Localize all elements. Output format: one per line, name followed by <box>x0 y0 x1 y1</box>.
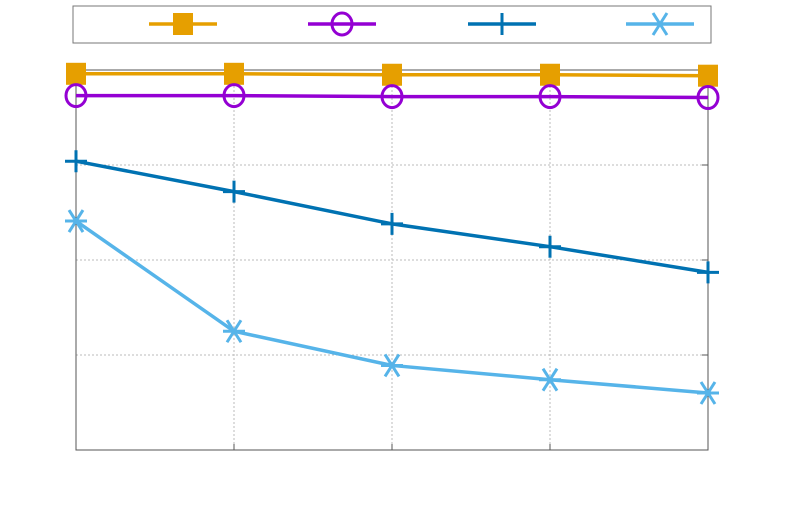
asterisk-marker <box>65 209 87 233</box>
asterisk-marker <box>649 12 671 36</box>
series-3 <box>65 150 719 284</box>
asterisk-marker <box>697 381 719 405</box>
square-marker <box>224 62 244 85</box>
legend-entry-4 <box>626 12 694 36</box>
circle-marker <box>380 84 404 110</box>
asterisk-marker <box>381 353 403 378</box>
series-line <box>76 93 709 100</box>
legend-entry-2 <box>308 11 376 37</box>
plus-marker <box>697 261 719 284</box>
legend <box>72 5 712 44</box>
square-marker <box>540 63 560 86</box>
plus-marker <box>223 180 245 203</box>
asterisk-marker <box>223 319 245 344</box>
square-marker <box>698 64 718 87</box>
plus-marker <box>539 235 561 258</box>
legend-entry-3 <box>468 13 536 35</box>
plus-marker <box>491 13 513 35</box>
series-2 <box>64 83 720 111</box>
plus-marker <box>381 212 403 235</box>
grid <box>76 70 708 450</box>
series-1 <box>66 62 718 87</box>
square-marker <box>382 63 402 86</box>
legend-entry-1 <box>149 13 217 35</box>
square-marker <box>173 13 193 35</box>
square-marker <box>66 62 86 85</box>
circle-marker <box>222 83 246 109</box>
asterisk-marker <box>539 367 561 392</box>
series-group <box>64 62 720 405</box>
plus-marker <box>65 150 87 173</box>
series-4 <box>65 209 719 405</box>
circle-marker <box>64 83 88 109</box>
circle-marker <box>330 11 354 37</box>
circle-marker <box>538 84 562 110</box>
circle-marker <box>696 85 720 111</box>
